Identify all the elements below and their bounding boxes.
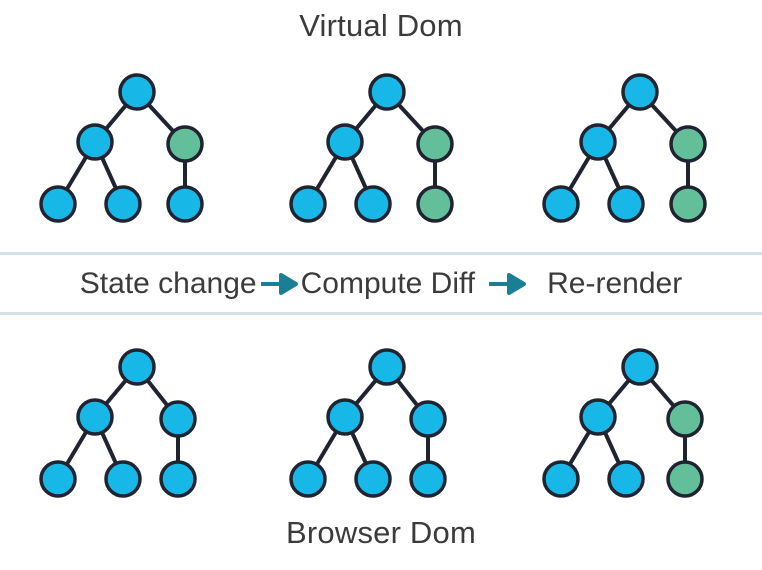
pipeline-band: State change Compute Diff Re-render [0, 252, 762, 315]
arrow-right-icon [257, 269, 301, 299]
tree-node-root [368, 348, 406, 386]
tree-node-left [326, 123, 364, 161]
tree-node-root [621, 348, 659, 386]
virtual-dom-tree-1 [39, 73, 204, 223]
tree-node-left-leaf-2 [607, 185, 645, 223]
tree-node-left-leaf-1 [39, 185, 77, 223]
tree-node-root [118, 73, 156, 111]
tree-node-left [579, 398, 617, 436]
tree-node-right-leaf [159, 460, 197, 498]
browser-dom-tree-row [0, 337, 762, 517]
pipeline-steps: State change Compute Diff Re-render [79, 266, 683, 300]
tree-node-left [326, 398, 364, 436]
browser-dom-tree-1 [39, 348, 197, 498]
tree-node-right-leaf [669, 185, 707, 223]
tree-node-right [669, 125, 707, 163]
tree-node-left-leaf-1 [542, 460, 580, 498]
tree-node-left-leaf-1 [39, 460, 77, 498]
tree-node-root [118, 348, 156, 386]
page-title-virtual-dom: Virtual Dom [299, 8, 463, 43]
tree-node-left-leaf-1 [289, 460, 327, 498]
pipeline-step-state-change: State change [79, 266, 257, 300]
virtual-dom-tree-row [0, 62, 762, 242]
tree-node-right [666, 400, 704, 438]
tree-node-right-leaf [666, 460, 704, 498]
arrow-right-icon [485, 269, 529, 299]
tree-node-left-leaf-2 [104, 460, 142, 498]
tree-node-left-leaf-2 [607, 460, 645, 498]
browser-dom-tree-2 [289, 348, 447, 498]
tree-node-left-leaf-1 [542, 185, 580, 223]
tree-node-left-leaf-1 [289, 185, 327, 223]
tree-node-right [409, 400, 447, 438]
tree-node-left-leaf-2 [354, 460, 392, 498]
tree-node-right-leaf [409, 460, 447, 498]
tree-node-right-leaf [166, 185, 204, 223]
tree-node-left [76, 123, 114, 161]
page-title-browser-dom: Browser Dom [286, 515, 476, 550]
tree-node-right [416, 125, 454, 163]
tree-node-right-leaf [416, 185, 454, 223]
tree-node-left-leaf-2 [104, 185, 142, 223]
tree-node-root [368, 73, 406, 111]
tree-node-left [76, 398, 114, 436]
pipeline-step-re-render: Re-render [547, 266, 683, 300]
tree-node-left-leaf-2 [354, 185, 392, 223]
tree-node-right [166, 125, 204, 163]
tree-node-right [159, 400, 197, 438]
tree-node-left [579, 123, 617, 161]
pipeline-step-compute-diff: Compute Diff [300, 266, 476, 300]
virtual-dom-tree-2 [289, 73, 454, 223]
tree-node-root [621, 73, 659, 111]
virtual-dom-tree-3 [542, 73, 707, 223]
browser-dom-tree-3 [542, 348, 704, 498]
